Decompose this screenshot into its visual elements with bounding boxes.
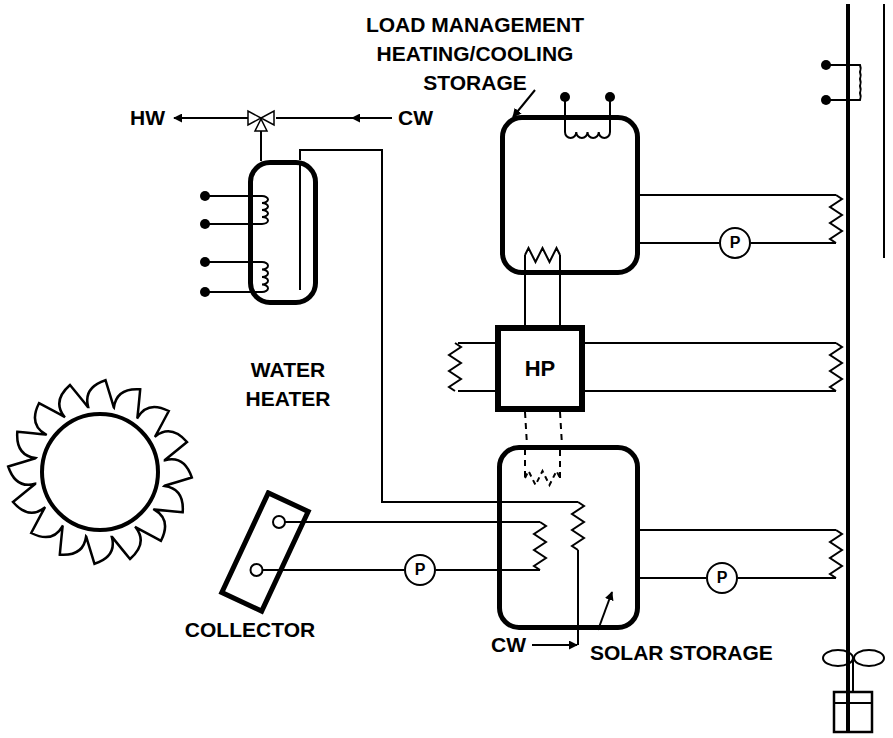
bus-line [846, 4, 850, 732]
pipe-connector [279, 521, 497, 523]
solar-coil [830, 530, 842, 578]
fan-shaft [852, 660, 854, 692]
storage-tank: LOAD MANAGEMENT HEATING/COOLING STORAGE [500, 115, 640, 275]
preheat-coil-leads [500, 502, 578, 645]
load-coil [830, 195, 842, 243]
preheat-coil [572, 502, 584, 550]
coil-symbol [826, 65, 861, 100]
dashed-coil [525, 471, 560, 485]
pipe-connector [560, 412, 562, 445]
pump-symbol: P [719, 227, 751, 259]
cold-water-line [276, 117, 392, 119]
pump-symbol: P [404, 554, 436, 586]
collector-coil [534, 522, 546, 570]
valve-stem-pipe [260, 131, 262, 161]
terminal-dots [200, 60, 831, 297]
heating-element [205, 196, 268, 224]
pipe-connector [640, 577, 706, 579]
supply-pipe [640, 529, 836, 531]
storage-tank: SOLAR STORAGE [497, 445, 640, 630]
fan-motor [834, 702, 872, 704]
component-name: P [730, 234, 741, 252]
component-label: WATER HEATER [228, 355, 348, 413]
duct-coil [830, 343, 842, 391]
component-name: P [415, 561, 426, 579]
component-label: SOLAR STORAGE [590, 638, 773, 667]
pipe-connector [525, 412, 527, 445]
valve-actuator [255, 119, 267, 131]
flow-label: CW [398, 106, 433, 130]
return-pipe [738, 577, 836, 579]
fan-motor [834, 692, 872, 732]
component-name: HP [525, 357, 556, 381]
duct [585, 390, 836, 392]
frame-line [883, 4, 885, 258]
cold-water-inlet [532, 644, 577, 646]
component-name: P [717, 569, 728, 587]
solar-collector: COLLECTOR [170, 490, 330, 650]
pipe-connector [559, 275, 561, 325]
pump-symbol: P [706, 562, 738, 594]
water-heater-tank: WATER HEATER [248, 160, 318, 305]
component-label: LOAD MANAGEMENT HEATING/COOLING STORAGE [350, 10, 600, 97]
pipe-connector [640, 242, 719, 244]
duct-coil [449, 343, 461, 391]
pipe-connector [300, 150, 497, 502]
fan-blade [854, 650, 884, 666]
leader-line [598, 592, 612, 630]
dip-tube [299, 162, 301, 290]
return-pipe [751, 242, 836, 244]
flow-label: HW [130, 106, 165, 130]
hot-water-line [174, 117, 248, 119]
flow-label: CW [491, 633, 526, 657]
heat-pump-box: HP [495, 325, 585, 412]
supply-pipe [640, 194, 836, 196]
duct [458, 390, 495, 392]
sun-disc [42, 414, 158, 530]
flow-arrow [352, 117, 392, 119]
pipe-connector [524, 275, 526, 325]
heating-element [205, 262, 268, 292]
sun-flames [8, 380, 192, 564]
duct [585, 342, 836, 344]
collector-coil-leads [500, 522, 540, 570]
pipe-connector [436, 569, 497, 571]
component-label: COLLECTOR [170, 615, 330, 644]
duct [458, 342, 495, 344]
pipework [8, 4, 884, 732]
fan-blade [823, 650, 853, 666]
leader-line [513, 90, 535, 117]
tank-coil [525, 248, 560, 262]
